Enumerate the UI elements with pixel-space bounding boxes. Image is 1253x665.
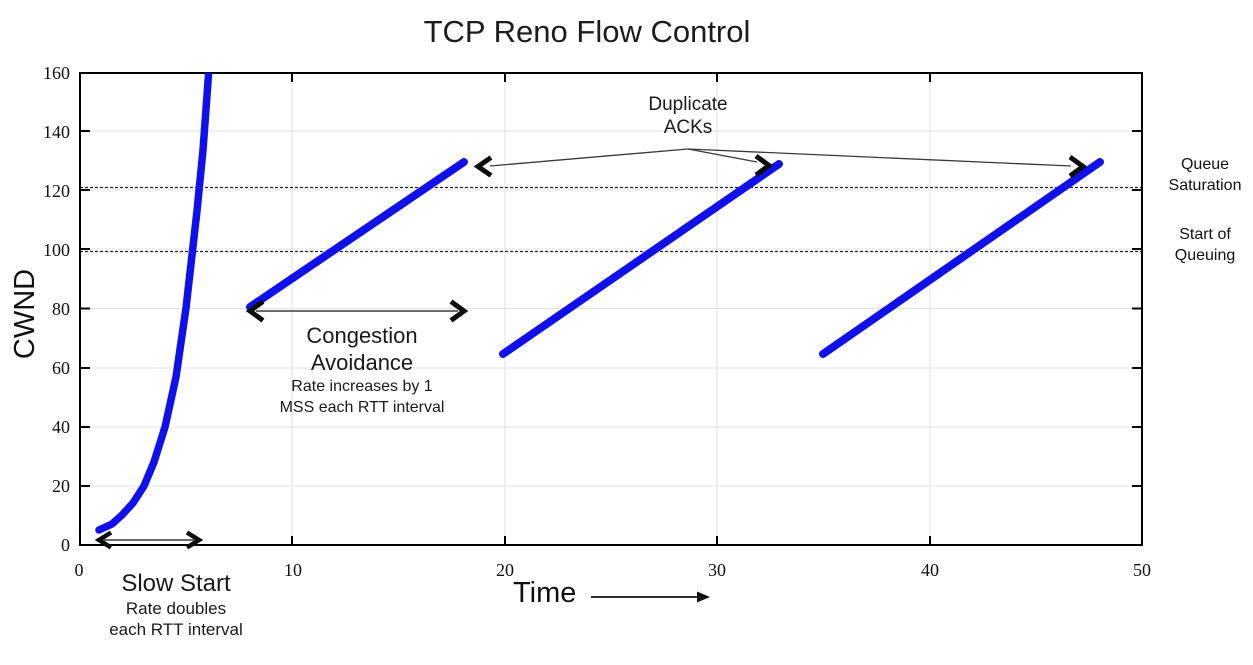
duplicate-acks-line1: Duplicate	[648, 94, 728, 115]
queue-saturation-line2: Saturation	[1168, 177, 1242, 194]
x-tick-40: 40	[921, 560, 939, 580]
axes-frame	[79, 72, 1143, 546]
y-tick-120: 120	[43, 181, 70, 201]
duplicate-acks-line2: ACKs	[663, 117, 713, 138]
y-tick-40: 40	[52, 417, 70, 437]
y-tick-60: 60	[52, 358, 70, 378]
gridlines	[80, 73, 1142, 545]
congestion-avoidance-span-arrow	[245, 299, 469, 323]
x-tick-50: 50	[1133, 560, 1151, 580]
x-tick-10: 10	[284, 560, 302, 580]
y-tick-80: 80	[52, 299, 70, 319]
x-tick-20: 20	[496, 560, 514, 580]
start-of-queuing-line2: Queuing	[1174, 247, 1236, 264]
duplicate-acks-pointer-lines	[489, 148, 1072, 167]
y-tick-0: 0	[61, 535, 70, 555]
slow-start-annotation: Slow Start Rate doubles each RTT interva…	[70, 570, 282, 640]
congestion-avoidance-title2: Avoidance	[310, 350, 414, 375]
congestion-avoidance-title1: Congestion	[306, 323, 418, 348]
y-tick-160: 160	[43, 63, 70, 83]
y-tick-100: 100	[43, 240, 70, 260]
slow-start-curve	[95, 73, 213, 534]
congestion-avoidance-sub1: Rate increases by 1	[291, 378, 433, 395]
queue-saturation-label: Queue Saturation	[1157, 154, 1253, 196]
congestion-avoidance-segment-3	[819, 158, 1104, 358]
slow-start-span-arrow	[94, 530, 204, 550]
start-of-queuing-label: Start of Queuing	[1157, 224, 1253, 266]
congestion-avoidance-sub2: MSS each RTT interval	[279, 399, 445, 416]
x-axis-label: Time	[513, 577, 577, 609]
y-tick-140: 140	[43, 122, 70, 142]
slow-start-title: Slow Start	[121, 570, 231, 597]
duplicate-acks-arrowheads	[473, 153, 1088, 179]
congestion-avoidance-annotation: Congestion Avoidance Rate increases by 1…	[242, 322, 482, 418]
chart-title: TCP Reno Flow Control	[423, 14, 751, 49]
time-arrow	[591, 591, 710, 603]
congestion-avoidance-segment-1	[246, 158, 468, 311]
queue-saturation-line1: Queue	[1180, 156, 1230, 173]
x-tick-0: 0	[74, 560, 84, 580]
slow-start-sub2: each RTT interval	[109, 620, 243, 639]
y-tick-20: 20	[52, 476, 70, 496]
duplicate-acks-annotation: Duplicate ACKs	[608, 93, 768, 139]
start-of-queuing-line1: Start of	[1179, 226, 1231, 243]
congestion-avoidance-segment-2	[499, 160, 783, 358]
slow-start-sub1: Rate doubles	[125, 599, 227, 618]
x-tick-30: 30	[708, 560, 726, 580]
